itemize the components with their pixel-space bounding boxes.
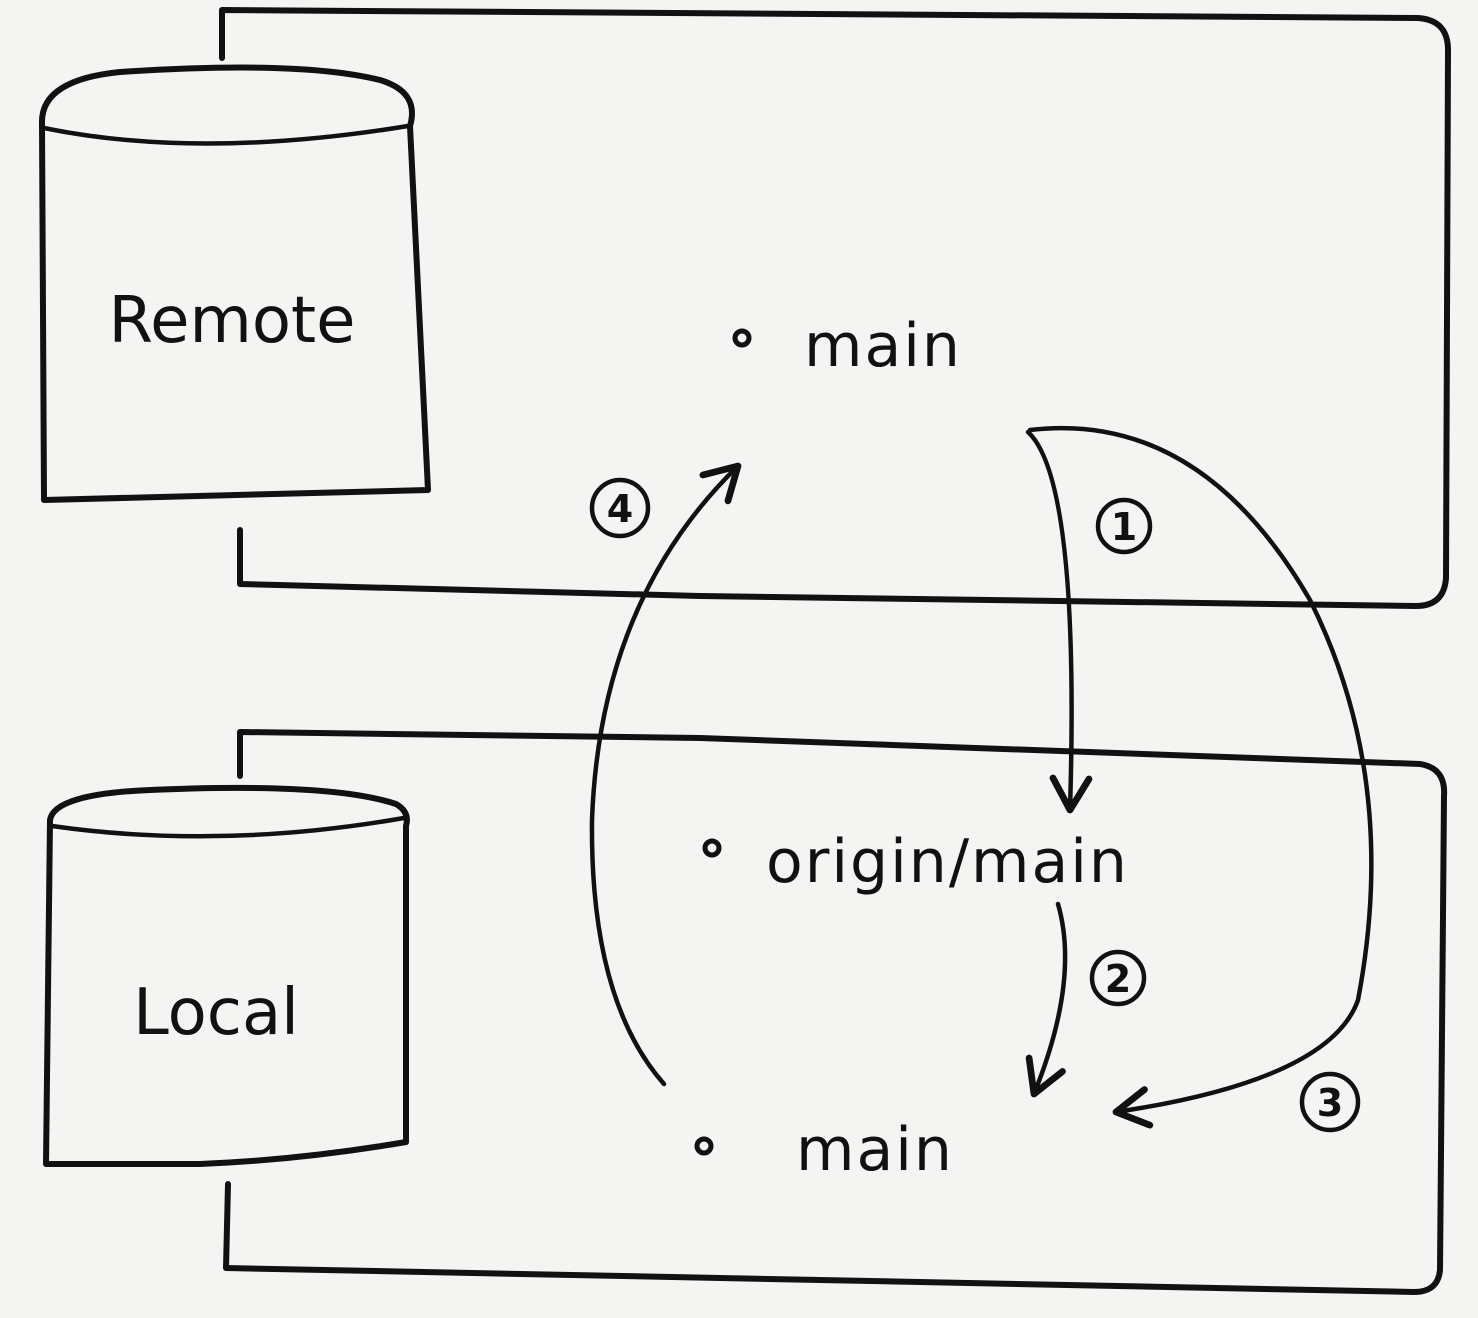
remote-database-icon: Remote	[38, 64, 431, 503]
svg-text:3: 3	[1317, 1081, 1343, 1125]
local-repo-frame	[223, 729, 1448, 1295]
step-badge-2: 2	[1089, 949, 1147, 1007]
arrow-step-1	[1025, 429, 1093, 814]
remote-main-dot	[732, 328, 752, 348]
step-badge-1: 1	[1095, 497, 1153, 555]
remote-repo-frame	[219, 7, 1451, 609]
local-main-label: main	[796, 1115, 954, 1185]
arrow-step-3	[1027, 425, 1374, 1129]
arrow-step-2	[1025, 901, 1068, 1098]
step-badge-3: 3	[1299, 1071, 1361, 1133]
local-database-icon: Local	[43, 784, 410, 1167]
svg-text:2: 2	[1105, 957, 1131, 1001]
remote-main-label: main	[804, 311, 962, 381]
step-badge-4: 4	[589, 477, 651, 539]
local-label: Local	[133, 976, 299, 1050]
svg-text:1: 1	[1111, 505, 1137, 549]
svg-text:4: 4	[607, 487, 633, 531]
local-main-dot	[694, 1136, 714, 1156]
origin-main-dot	[702, 838, 722, 858]
arrow-step-4	[589, 462, 742, 1087]
remote-label: Remote	[109, 284, 356, 358]
origin-main-label: origin/main	[766, 827, 1129, 897]
